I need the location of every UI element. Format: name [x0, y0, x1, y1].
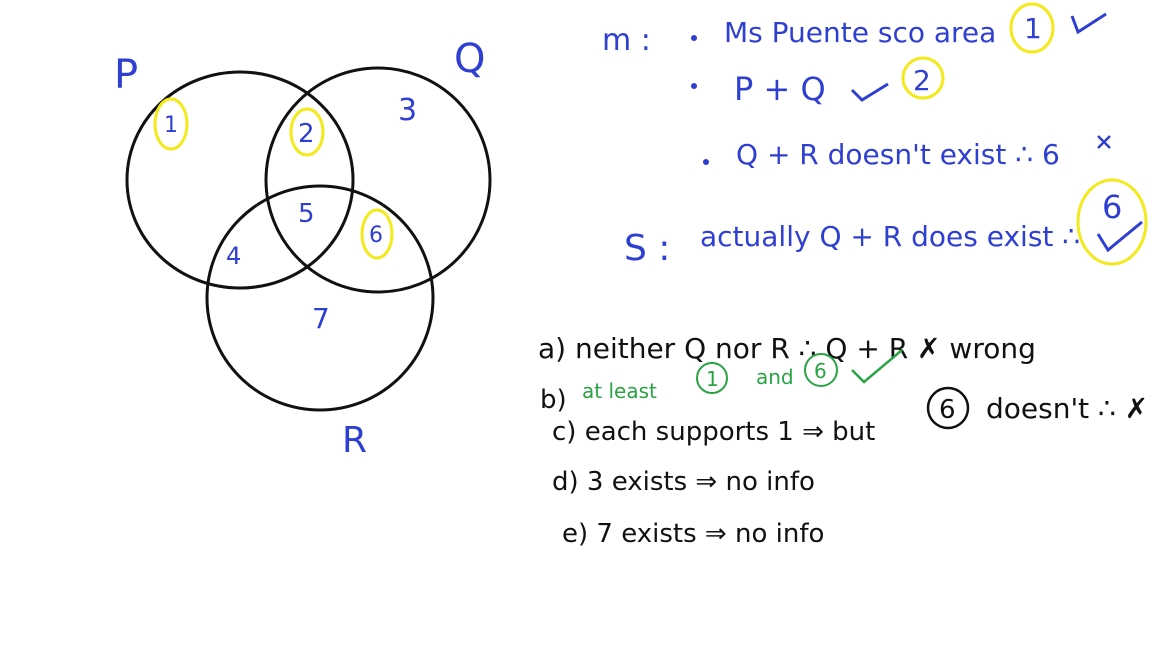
notes-m-line1: Ms Puente sco area [724, 16, 996, 49]
answer-b-c2: 6 [814, 359, 827, 383]
notes-m-line1-circled: 1 [1024, 12, 1042, 45]
answer-b-c1: 1 [706, 367, 719, 391]
answer-b-check [851, 349, 903, 384]
bullet-1 [691, 35, 697, 41]
check-mark-1 [1070, 12, 1107, 35]
answer-b-and: and [756, 365, 794, 389]
highlight-note-6 [1076, 178, 1148, 266]
notes-m-line2-circled: 2 [913, 64, 931, 97]
notes-m-line2: P + Q [734, 70, 826, 108]
check-mark-6 [1096, 220, 1143, 253]
notes-block: m : Ms Puente sco area 1 P + Q 2 Q + R d… [602, 2, 1148, 269]
region-3: 3 [398, 93, 417, 128]
region-6: 6 [369, 223, 383, 248]
highlight-note-1 [1009, 2, 1055, 54]
answer-e: e) 7 exists ⇒ no info [562, 519, 824, 549]
answer-d: d) 3 exists ⇒ no info [552, 467, 815, 497]
answer-c-tail: doesn't ∴ ✗ [986, 392, 1148, 425]
set-p-circle [125, 70, 355, 290]
notes-s-circled: 6 [1102, 188, 1122, 226]
region-5: 5 [298, 199, 315, 229]
answer-c-circled: 6 [939, 395, 956, 425]
set-r-circle [205, 184, 435, 412]
highlight-region-1 [153, 97, 189, 151]
region-1: 1 [164, 113, 178, 138]
region-4: 4 [226, 242, 241, 270]
answer-b-circle-2 [804, 353, 838, 387]
answer-b-circle-1 [696, 362, 728, 394]
notes-m-line3: Q + R doesn't exist ∴ 6 [736, 138, 1060, 171]
answer-c-text: c) each supports 1 ⇒ but [552, 417, 875, 447]
answers-block: a) neither Q nor R ∴ Q + R ✗ wrong b) at… [538, 332, 1148, 549]
set-label-r: R [342, 420, 367, 461]
highlight-region-6 [360, 208, 394, 260]
highlight-region-2 [289, 107, 325, 157]
answer-b-prefix: b) [540, 385, 567, 415]
notes-s-label: S : [624, 228, 670, 269]
notes-m-label: m : [602, 23, 651, 58]
cross-mark-3 [1097, 135, 1111, 149]
set-q-circle [264, 66, 492, 294]
venn-diagram: P Q R 1 2 3 4 5 6 7 [114, 36, 492, 461]
set-label-p: P [114, 52, 138, 98]
highlight-note-2 [901, 56, 945, 100]
bullet-3 [703, 159, 709, 165]
answer-a: a) neither Q nor R ∴ Q + R ✗ wrong [538, 332, 1036, 365]
check-mark-2 [850, 82, 889, 102]
set-label-q: Q [454, 36, 485, 82]
region-2: 2 [298, 119, 315, 149]
bullet-2 [691, 83, 697, 89]
answer-c-circle [926, 386, 970, 430]
notes-s-line: actually Q + R does exist ∴ [700, 220, 1080, 253]
answer-b-text: at least [582, 379, 657, 403]
region-7: 7 [312, 302, 330, 335]
